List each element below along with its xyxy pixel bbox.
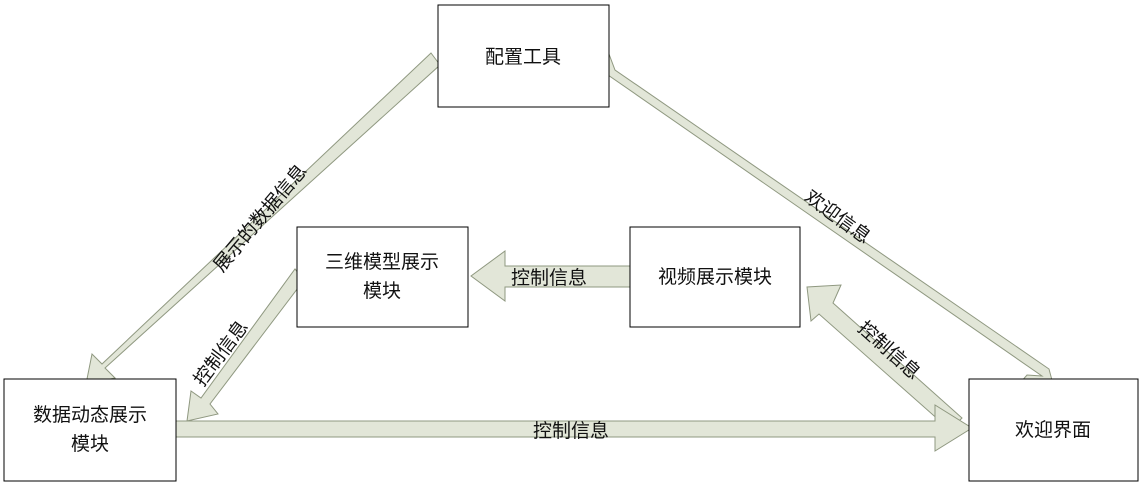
arrow-welcome-to-video (806, 284, 963, 431)
node-welcome-ui[interactable]: 欢迎界面 (968, 378, 1139, 482)
node-config-tool[interactable]: 配置工具 (437, 4, 610, 108)
edge-label-video-to-model: 控制信息 (511, 267, 587, 289)
node-data-display-line2: 模块 (71, 433, 109, 455)
node-model-display-line1: 三维模型展示 (325, 251, 439, 273)
node-config-tool-label: 配置工具 (485, 46, 561, 68)
node-model-display-line2: 模块 (363, 280, 401, 302)
node-data-display[interactable]: 数据动态展示 模块 (3, 378, 177, 482)
edge-label-config-to-data: 展示的数据信息 (209, 160, 311, 276)
arrows-layer (85, 52, 1054, 452)
arrow-model-to-data (186, 268, 305, 422)
node-welcome-ui-label: 欢迎界面 (1015, 419, 1091, 441)
node-video-display[interactable]: 视频展示模块 (629, 226, 801, 328)
node-model-display[interactable]: 三维模型展示 模块 (296, 226, 469, 328)
arrow-video-to-model (470, 250, 631, 302)
arrow-data-to-welcome (175, 404, 973, 452)
node-video-display-label: 视频展示模块 (658, 266, 772, 288)
edge-label-data-to-welcome: 控制信息 (533, 420, 609, 442)
nodes-layer: 配置工具 三维模型展示 模块 视频展示模块 数据动态展示 模块 欢迎界面 (3, 4, 1139, 482)
node-data-display-line1: 数据动态展示 (33, 404, 147, 426)
edge-label-config-to-welcome: 欢迎信息 (800, 186, 874, 248)
